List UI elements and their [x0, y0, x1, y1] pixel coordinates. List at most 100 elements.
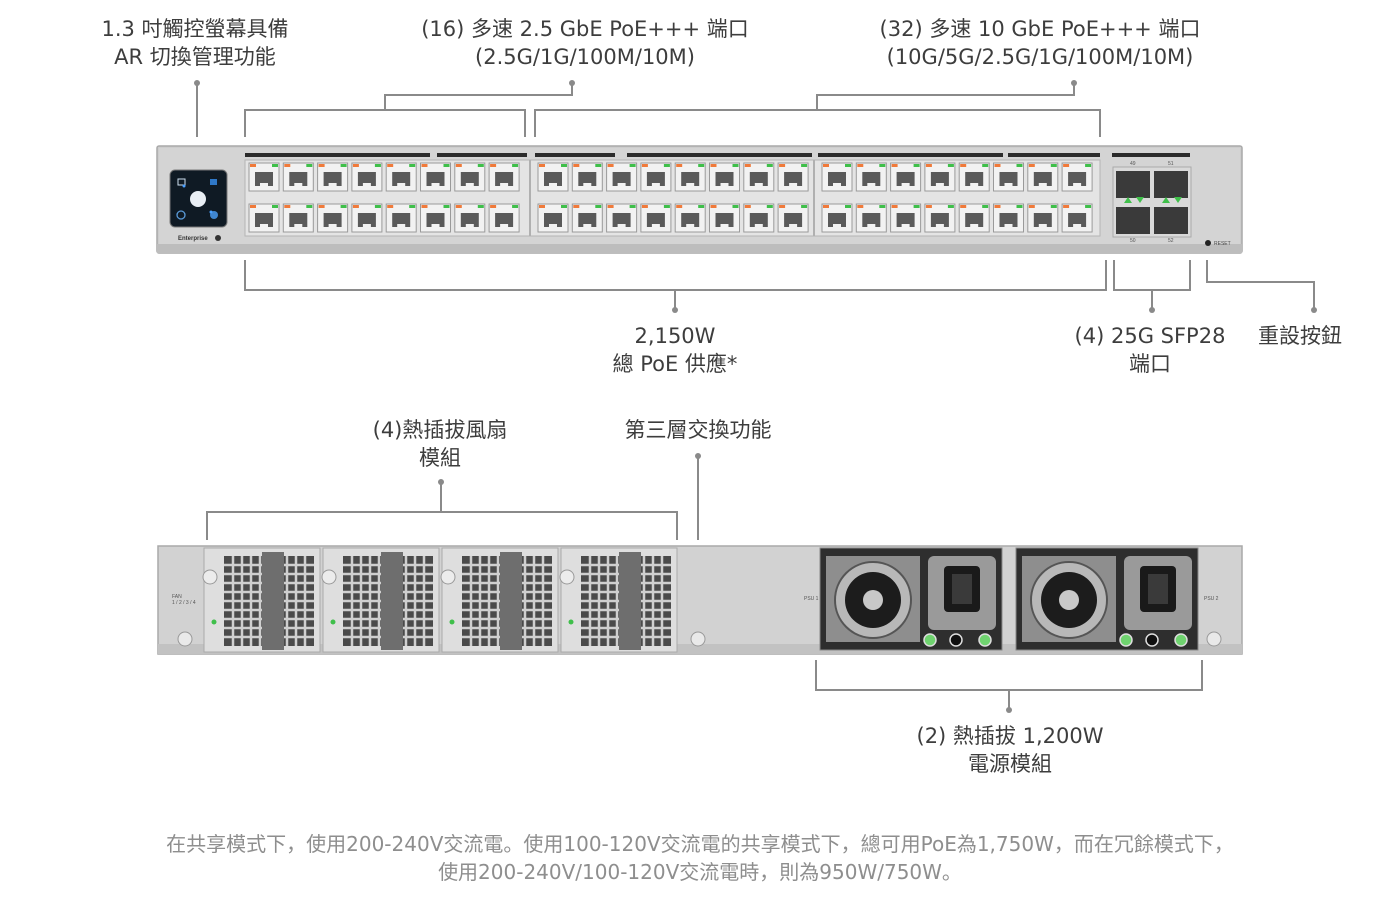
- port-led-green: [409, 164, 416, 167]
- thumbscrew[interactable]: [440, 569, 456, 585]
- rj45-latch: [328, 224, 337, 228]
- port-led-orange: [421, 164, 428, 167]
- rj45-jack: [323, 172, 342, 186]
- port-led-orange: [573, 164, 580, 167]
- port-led-green: [1050, 164, 1057, 167]
- rj45-latch: [549, 224, 557, 228]
- reset-button-label: 重設按鈕: [1258, 324, 1342, 348]
- front-panel: Enterprise 49 51 50 52: [156, 145, 1243, 254]
- port-led-orange: [387, 205, 394, 208]
- svg-text:FAN: FAN: [172, 594, 182, 600]
- touchscreen-display[interactable]: [169, 169, 228, 228]
- fan-modules: [202, 547, 678, 653]
- port-led-orange: [925, 205, 932, 208]
- port-led-orange: [318, 205, 325, 208]
- sfp-port[interactable]: [1116, 171, 1150, 198]
- port-led-orange: [490, 205, 497, 208]
- psu-module[interactable]: [819, 547, 1003, 651]
- thumbscrew[interactable]: [202, 569, 218, 585]
- footnote: 在共享模式下，使用200-240V交流電。使用100-120V交流電的共享模式下…: [166, 832, 1234, 884]
- rj45-jack: [426, 213, 445, 227]
- port-led-orange: [1028, 205, 1035, 208]
- rj45-latch: [935, 224, 944, 228]
- thumbscrew[interactable]: [559, 569, 575, 585]
- fan-module[interactable]: [559, 547, 678, 653]
- rj45-latch: [583, 183, 592, 187]
- port-led-green: [1050, 205, 1057, 208]
- port-led-green: [477, 205, 484, 208]
- rj45-jack: [681, 172, 700, 186]
- port-led-green: [698, 164, 705, 167]
- port-led-green: [561, 205, 567, 208]
- ports-2-5g-label: (16) 多速 2.5 GbE PoE+++ 端口 (2.5G/1G/100M/…: [421, 17, 749, 69]
- rj45-latch: [833, 183, 841, 187]
- fan-status-led: [211, 619, 217, 625]
- rj45-latch: [867, 183, 876, 187]
- rj45-latch: [500, 224, 509, 228]
- rj45-jack: [495, 213, 514, 227]
- ports-10g-label: (32) 多速 10 GbE PoE+++ 端口 (10G/5G/2.5G/1G…: [879, 17, 1201, 69]
- rj45-latch: [549, 183, 557, 187]
- rj45-latch: [500, 183, 509, 187]
- enterprise-badge: Enterprise: [178, 236, 208, 242]
- rj45-port[interactable]: [743, 162, 775, 192]
- port-led-orange: [823, 205, 829, 208]
- fans-label: (4)熱插拔風扇 模組: [372, 418, 508, 470]
- sfp-port[interactable]: [1154, 171, 1188, 198]
- fan-handle[interactable]: [619, 552, 641, 650]
- port-led-green: [663, 205, 670, 208]
- rj45-latch: [431, 183, 440, 187]
- fan-handle[interactable]: [381, 552, 403, 650]
- rj45-jack: [999, 172, 1018, 186]
- rj45-jack: [646, 213, 665, 227]
- svg-text:1 / 2 / 3 / 4: 1 / 2 / 3 / 4: [172, 600, 196, 606]
- rj45-latch: [260, 224, 268, 228]
- port-led-orange: [857, 205, 864, 208]
- rj45-jack: [289, 172, 308, 186]
- rj45-jack: [495, 172, 514, 186]
- port-led-orange: [455, 164, 462, 167]
- svg-text:PSU 1: PSU 1: [804, 596, 819, 602]
- port-led-orange: [490, 164, 497, 167]
- rj45-jack: [460, 213, 479, 227]
- port-led-orange: [250, 205, 256, 208]
- port-led-green: [913, 205, 920, 208]
- rj45-latch: [970, 224, 979, 228]
- fan-module[interactable]: [440, 547, 559, 653]
- rj45-latch: [867, 224, 876, 228]
- port-led-green: [801, 205, 808, 208]
- psu-status-led: [1174, 633, 1188, 647]
- fan-handle[interactable]: [262, 552, 284, 650]
- rj45-jack: [323, 213, 342, 227]
- rj45-latch: [328, 183, 337, 187]
- psu-module[interactable]: [1015, 547, 1199, 651]
- rj45-jack: [715, 172, 734, 186]
- rj45-jack: [1068, 172, 1087, 186]
- layer3-label: 第三層交換功能: [624, 418, 772, 442]
- port-led-orange: [607, 205, 614, 208]
- rj45-port[interactable]: [571, 203, 603, 233]
- fan-handle[interactable]: [500, 552, 522, 650]
- ac-inlet-pins: [952, 574, 972, 604]
- port-led-green: [732, 164, 739, 167]
- port-led-orange: [539, 164, 545, 167]
- rj45-latch: [970, 183, 979, 187]
- rj45-jack: [862, 213, 881, 227]
- sfp-port[interactable]: [1116, 207, 1150, 234]
- rj45-latch: [754, 224, 763, 228]
- reset-button[interactable]: [1205, 240, 1211, 246]
- rear-panel: FAN 1 / 2 / 3 / 4 PSU 1 PSU 2: [157, 545, 1243, 655]
- port-led-green: [913, 164, 920, 167]
- rj45-jack: [896, 213, 915, 227]
- port-led-orange: [994, 164, 1001, 167]
- rj45-latch: [901, 183, 910, 187]
- sfp-port[interactable]: [1154, 207, 1188, 234]
- rj45-jack: [862, 172, 881, 186]
- sfp28-cages: 49 51 50 52: [1112, 161, 1192, 244]
- rj45-latch: [465, 183, 474, 187]
- fan-module[interactable]: [321, 547, 440, 653]
- thumbscrew[interactable]: [321, 569, 337, 585]
- rj45-jack: [930, 172, 949, 186]
- svg-text:PSU 2: PSU 2: [1204, 596, 1219, 602]
- fan-module[interactable]: [202, 547, 321, 653]
